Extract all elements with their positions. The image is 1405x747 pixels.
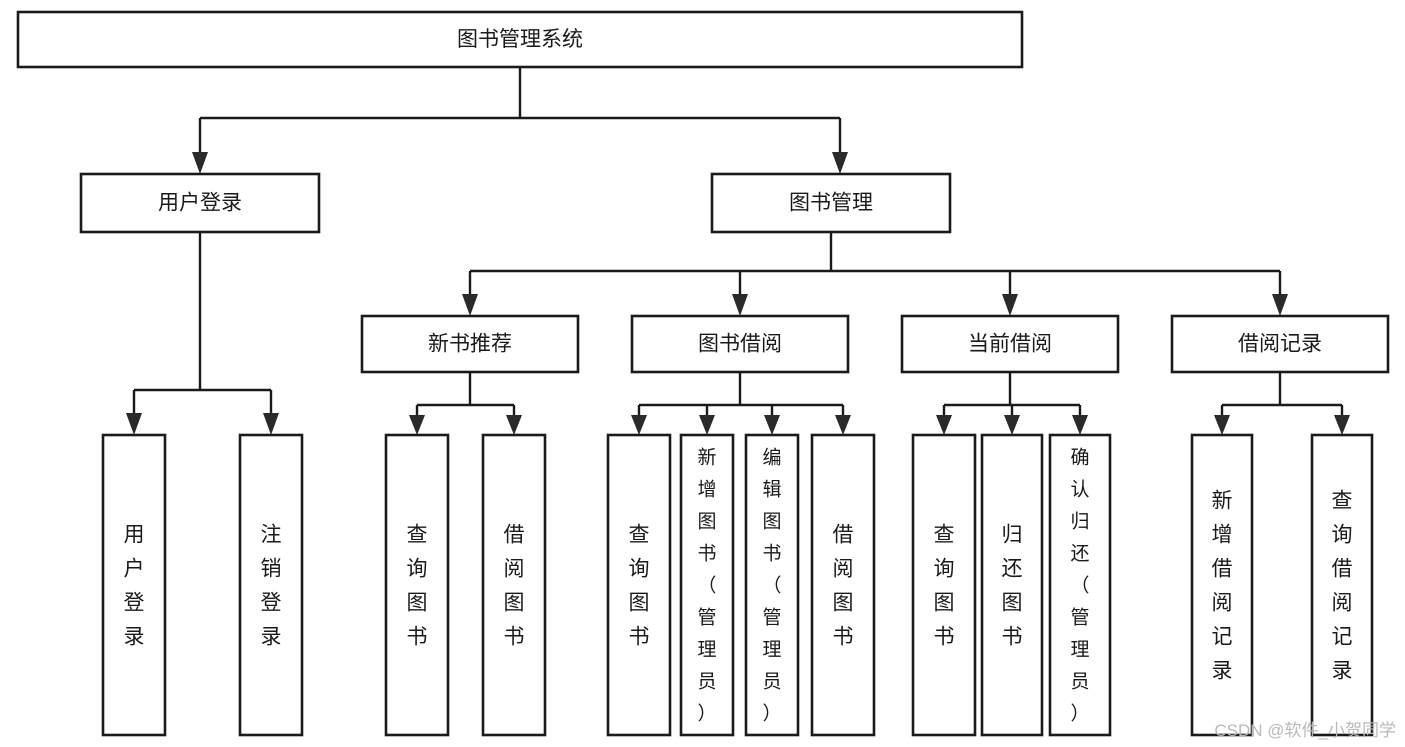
node-box-root[interactable] [16,10,1024,69]
node-leaf-query-book-current[interactable]: 查询图书 [911,433,977,737]
node-new-book-recommend[interactable]: 新书推荐 [360,314,580,374]
node-box-leaf-borrow-book-borrow[interactable] [810,433,876,737]
node-leaf-query-book-borrow[interactable]: 查询图书 [606,433,672,737]
arrowhead-layer [126,152,1350,435]
node-label-user-login: 用户登录 [158,192,242,215]
node-label-leaf-confirm-return-admin: 确认归还（管理员） [1070,447,1089,725]
node-label-leaf-query-book-current: 查询图书 [934,523,955,648]
node-box-leaf-borrow-book-new[interactable] [481,433,547,737]
node-box-leaf-add-borrow-record[interactable] [1190,433,1254,737]
node-box-leaf-logout-login[interactable] [238,433,304,737]
node-label-leaf-logout-login: 注销登录 [261,523,282,648]
node-box-leaf-return-book[interactable] [980,433,1044,737]
node-leaf-user-login[interactable]: 用户登录 [101,433,167,737]
arrow-to-new-book-recommend [462,294,478,316]
arrow-to-book-management [832,152,848,174]
node-leaf-confirm-return-admin[interactable]: 确认归还（管理员） [1048,433,1112,737]
node-box-leaf-query-borrow-record[interactable] [1310,433,1374,737]
node-current-borrow[interactable]: 当前借阅 [900,314,1120,374]
node-box-book-management[interactable] [710,172,952,234]
node-label-leaf-query-book-borrow: 查询图书 [629,523,650,648]
arrow-to-leaf-edit-book-admin [764,415,780,435]
node-leaf-edit-book-admin[interactable]: 编辑图书（管理员） [744,433,800,737]
connector-bookmgmt-to-level3 [468,232,1282,294]
connector-root-to-level2 [198,67,842,152]
node-label-leaf-edit-book-admin: 编辑图书（管理员） [762,447,781,725]
arrow-to-leaf-confirm-return-admin [1072,415,1088,435]
arrow-to-borrow-record [1272,294,1288,316]
node-label-book-management: 图书管理 [789,192,873,215]
connector-bookborrow-to-leaves [637,372,845,415]
connector-currentborrow-to-leaves [942,372,1082,415]
node-root[interactable]: 图书管理系统 [16,10,1024,69]
node-box-current-borrow[interactable] [900,314,1120,374]
node-label-new-book-recommend: 新书推荐 [428,333,512,356]
arrow-to-leaf-add-borrow-record [1214,415,1230,435]
node-book-borrow[interactable]: 图书借阅 [630,314,850,374]
node-leaf-add-book-admin[interactable]: 新增图书（管理员） [679,433,735,737]
node-leaf-query-book-new[interactable]: 查询图书 [384,433,450,737]
node-box-leaf-query-book-new[interactable] [384,433,450,737]
node-layer: 图书管理系统用户登录图书管理新书推荐图书借阅当前借阅借阅记录用户登录注销登录查询… [16,10,1390,737]
arrow-to-leaf-user-login [126,413,142,435]
node-leaf-borrow-book-borrow[interactable]: 借阅图书 [810,433,876,737]
arrow-to-leaf-query-book-current [936,415,952,435]
node-label-root: 图书管理系统 [457,28,583,51]
arrow-to-book-borrow [732,294,748,316]
arrow-to-leaf-add-book-admin [699,415,715,435]
node-label-leaf-query-borrow-record: 查询借阅记录 [1332,489,1353,682]
arrow-to-leaf-query-borrow-record [1334,415,1350,435]
node-box-leaf-query-book-current[interactable] [911,433,977,737]
node-leaf-borrow-book-new[interactable]: 借阅图书 [481,433,547,737]
node-label-borrow-record: 借阅记录 [1238,333,1322,356]
node-leaf-logout-login[interactable]: 注销登录 [238,433,304,737]
node-box-leaf-confirm-return-admin[interactable] [1048,433,1112,737]
arrow-to-current-borrow [1002,294,1018,316]
csdn-watermark: CSDN @软件_小贺同学 [1214,721,1396,740]
node-label-leaf-return-book: 归还图书 [1002,523,1023,648]
node-user-login[interactable]: 用户登录 [79,172,321,234]
node-box-new-book-recommend[interactable] [360,314,580,374]
connector-newbook-to-leaves [415,372,516,415]
node-label-leaf-borrow-book-new: 借阅图书 [504,523,525,648]
node-box-leaf-add-book-admin[interactable] [679,433,735,737]
node-leaf-add-borrow-record[interactable]: 新增借阅记录 [1190,433,1254,737]
node-box-borrow-record[interactable] [1170,314,1390,374]
arrow-to-leaf-borrow-book-new [506,415,522,435]
node-label-leaf-add-borrow-record: 新增借阅记录 [1212,489,1233,682]
node-leaf-return-book[interactable]: 归还图书 [980,433,1044,737]
connector-borrowrecord-to-leaves [1220,372,1344,415]
node-label-book-borrow: 图书借阅 [698,333,782,356]
arrow-to-leaf-query-book-new [409,415,425,435]
node-label-leaf-borrow-book-borrow: 借阅图书 [833,523,854,648]
node-box-book-borrow[interactable] [630,314,850,374]
node-book-management[interactable]: 图书管理 [710,172,952,234]
node-box-leaf-user-login[interactable] [101,433,167,737]
node-label-leaf-user-login: 用户登录 [124,523,145,648]
arrow-to-leaf-logout-login [263,413,279,435]
node-leaf-query-borrow-record[interactable]: 查询借阅记录 [1310,433,1374,737]
arrow-to-user-login [192,152,208,174]
arrow-to-leaf-query-book-borrow [631,415,647,435]
node-label-leaf-query-book-new: 查询图书 [407,523,428,648]
node-box-leaf-query-book-borrow[interactable] [606,433,672,737]
node-box-leaf-edit-book-admin[interactable] [744,433,800,737]
arrow-to-leaf-return-book [1004,415,1020,435]
node-label-current-borrow: 当前借阅 [968,333,1052,356]
connector-layer [132,67,1344,415]
node-box-user-login[interactable] [79,172,321,234]
node-label-leaf-add-book-admin: 新增图书（管理员） [697,447,716,725]
connector-userlogin-to-leaves [132,232,273,413]
arrow-to-leaf-borrow-book-borrow [835,415,851,435]
node-borrow-record[interactable]: 借阅记录 [1170,314,1390,374]
